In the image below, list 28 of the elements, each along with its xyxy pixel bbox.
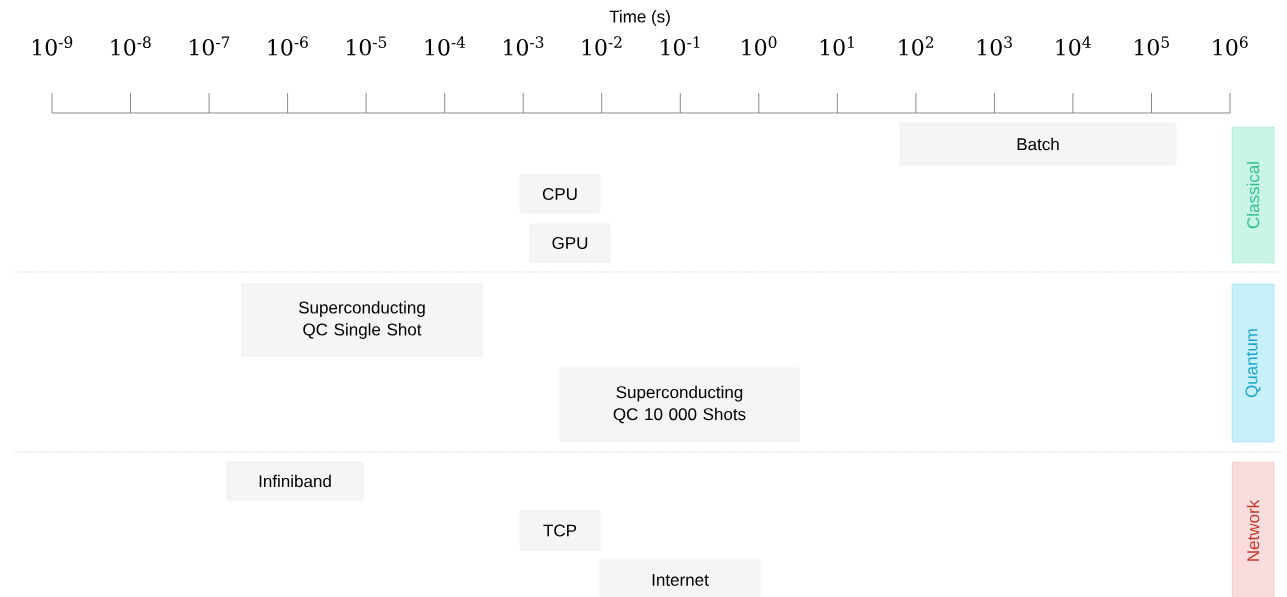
timescale-box: Superconducting QC 10 000 Shots [559, 367, 800, 442]
tick-label: 10$^{3}$ [977, 36, 1012, 56]
tick-label: 10$^{-9}$ [32, 36, 73, 56]
timescale-box: Infiniband [226, 461, 364, 501]
tick-label: 10$^{-6}$ [268, 36, 308, 56]
tick-label: 10$^{1}$ [820, 36, 854, 56]
timescale-box: Internet [599, 559, 761, 597]
tick-label: 10$^{-3}$ [504, 36, 544, 56]
timescale-box: Batch [899, 122, 1177, 166]
timescale-box: CPU [519, 174, 601, 214]
tick-label: 10$^{6}$ [1213, 36, 1248, 56]
tick-label: 10$^{-2}$ [582, 36, 622, 56]
tick-label: 10$^{5}$ [1135, 36, 1169, 56]
tick-label: 10$^{-5}$ [347, 36, 387, 56]
tick-label: 10$^{-1}$ [661, 36, 700, 56]
timescale-box: TCP [519, 510, 601, 551]
timescale-box: Superconducting QC Single Shot [241, 283, 483, 357]
tick-label: 10$^{-8}$ [111, 36, 151, 56]
category-tab: Classical [1231, 126, 1275, 264]
category-tab: Quantum [1231, 283, 1275, 443]
tick-label: 10$^{-7}$ [190, 36, 230, 56]
tick-label: 10$^{-4}$ [425, 36, 466, 56]
timescale-box: GPU [529, 223, 611, 263]
category-tab: Network [1231, 461, 1275, 597]
tick-label: 10$^{2}$ [899, 36, 934, 56]
tick-label: 10$^{0}$ [742, 36, 777, 56]
tick-label: 10$^{4}$ [1056, 36, 1091, 56]
axis-title: Time (s) [609, 10, 670, 26]
